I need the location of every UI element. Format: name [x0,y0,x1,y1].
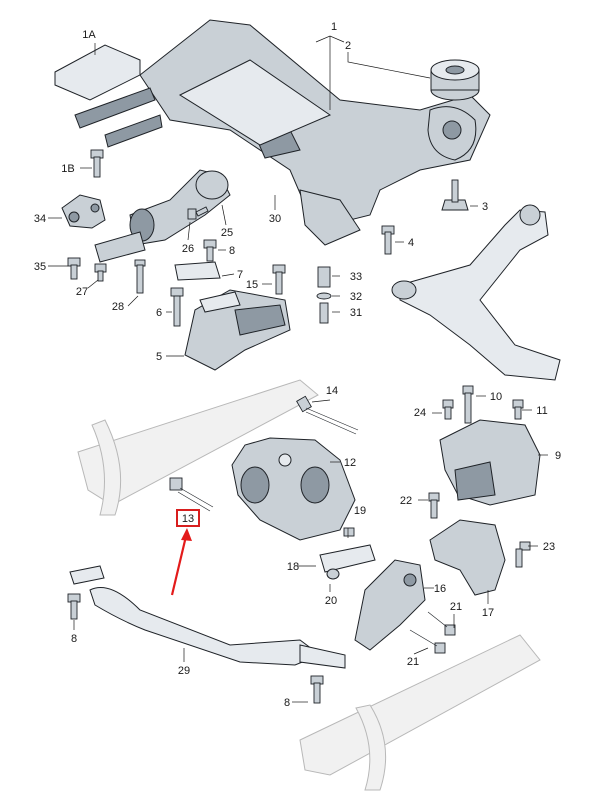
label-8-top: 8 [229,245,235,257]
bolt-27 [94,263,107,282]
bracket-18 [319,527,376,580]
bolt-21-a [427,611,456,636]
bracket-34 [61,194,106,229]
label-7: 7 [237,269,243,281]
label-15: 15 [246,279,258,291]
bracket-7 [174,261,221,281]
bolt-10 [462,385,474,424]
label-12: 12 [344,457,356,469]
label-35: 35 [34,261,46,273]
bolt-22 [428,492,440,519]
label-6: 6 [156,307,162,319]
label-26: 26 [182,243,194,255]
label-20: 20 [325,595,337,607]
bolt-28 [134,259,146,294]
label-33: 33 [350,271,362,283]
bracket-17 [429,519,506,596]
label-28: 28 [112,301,124,313]
label-31: 31 [350,307,362,319]
bolt-15 [272,264,286,295]
control-arm [391,204,561,381]
callout-labels: 1 2 1A 1B 3 4 34 35 27 26 8 28 7 15 6 5 … [34,21,561,709]
label-10: 10 [490,391,502,403]
bolt-8-top [203,239,217,262]
label-17: 17 [482,607,494,619]
label-30: 30 [269,213,281,225]
gearbox-mount-12 [231,437,356,541]
label-8-left: 8 [71,633,77,645]
body-rail-lower-ghost [299,634,541,776]
label-11: 11 [536,405,547,417]
leader-lines [48,35,548,703]
bolts-31-33 [316,266,332,324]
pendulum-support [94,169,231,263]
bolt-21-b [409,629,446,654]
bolt-4 [381,225,395,255]
pointer-arrow [170,528,192,596]
engine-mount-5 [184,289,291,371]
label-34: 34 [34,213,46,225]
bolt-24 [442,399,454,420]
label-24: 24 [414,407,426,419]
label-5: 5 [156,351,162,363]
label-19: 19 [354,505,366,517]
bolt-8-right [310,675,324,704]
label-4: 4 [408,237,414,249]
label-9: 9 [555,450,561,462]
highlight-box [176,509,200,527]
label-23: 23 [543,541,555,553]
label-32: 32 [350,291,362,303]
label-27: 27 [76,286,88,298]
label-21-b: 21 [407,656,419,668]
label-1: 1 [331,21,337,33]
bushing [430,59,480,101]
subframe [139,19,491,246]
label-25: 25 [221,227,233,239]
bolt-35 [67,257,81,280]
gearbox-mount-9 [439,419,541,506]
bolt-13 [169,477,214,512]
bolt-3 [441,179,469,211]
plate-1a [54,44,163,148]
label-29: 29 [178,665,190,677]
bolt-8-left [67,593,81,620]
bolt-14 [296,395,359,435]
bolt-23 [515,541,531,568]
bolt-1b [90,149,104,178]
label-8-right: 8 [284,697,290,709]
label-3: 3 [482,201,488,213]
bolt-11 [512,399,524,420]
label-1b: 1B [61,163,74,175]
label-16: 16 [434,583,446,595]
bolt-6 [170,287,184,327]
label-21-a: 21 [450,601,462,613]
body-rail-middle-ghost [77,379,319,506]
pendulum-29 [69,565,346,669]
label-1a: 1A [82,29,96,41]
body-curve-ghost [91,419,122,516]
label-2: 2 [345,40,351,52]
label-14: 14 [326,385,338,397]
label-13: 13 [182,513,194,525]
body-curve-lower-ghost [355,704,387,791]
label-22: 22 [400,495,412,507]
bolt-26 [187,206,209,220]
label-18: 18 [287,561,299,573]
support-16 [354,559,426,651]
